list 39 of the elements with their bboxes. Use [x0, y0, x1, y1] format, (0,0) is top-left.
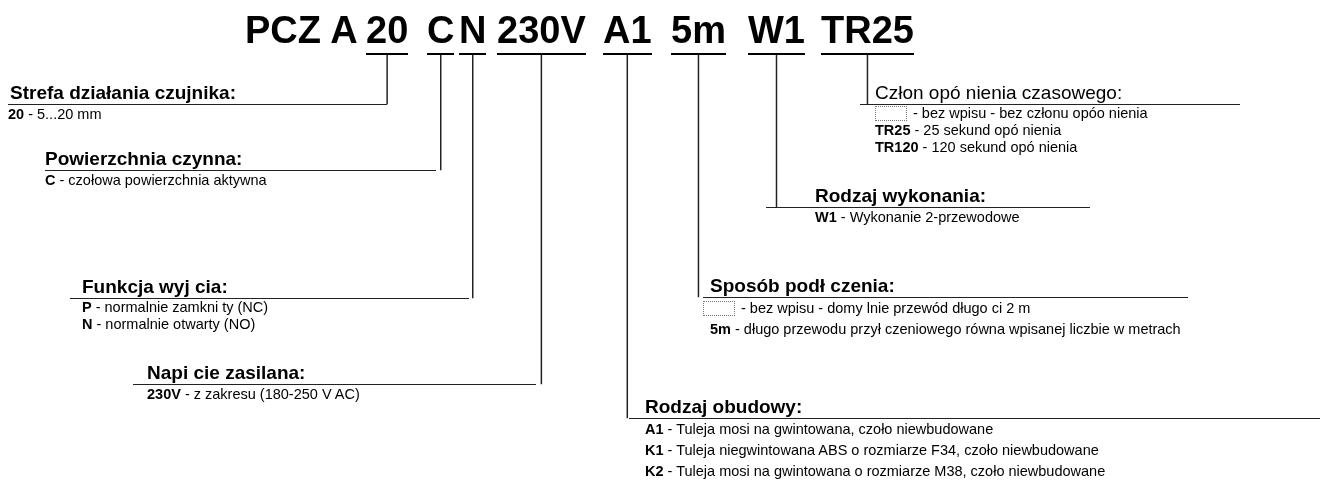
option-description: A1 - Tuleja mosi na gwintowana, czoło niewbudowane: [645, 420, 995, 439]
leader-line: [386, 54, 388, 105]
option-description: K2 - Tuleja mosi na gwintowana o rozmiarze M38, czoło niewbudowane: [645, 462, 1107, 481]
code-segment: 230V: [497, 10, 586, 55]
option-description: 230V - z zakresu (180-250 V AC): [147, 385, 361, 403]
option-description: W1 - Wykonanie 2-przewodowe: [815, 208, 1021, 226]
section-heading: Powierzchnia czynna:: [45, 148, 436, 171]
leader-line: [866, 54, 869, 105]
leader-line: [775, 54, 778, 208]
option-description: C - czołowa powierzchnia aktywna: [45, 171, 268, 189]
option-description: 20 - 5...20 mm: [8, 105, 103, 123]
code-segment: A1: [603, 10, 652, 55]
option-description: N - normalnie otwarty (NO): [82, 316, 257, 333]
code-segment: N: [459, 10, 487, 55]
option-description: TR25 - 25 sekund opó nienia: [875, 122, 1063, 139]
option-description: - bez wpisu - domy lnie przewód długo ci 2 m: [741, 299, 1031, 318]
leader-line: [540, 54, 543, 385]
code-segment: 5m: [671, 10, 726, 55]
option-description: TR120 - 120 sekund opó nienia: [875, 139, 1079, 156]
leader-line: [697, 54, 700, 298]
section-heading: Strefa działania czujnika:: [8, 82, 387, 105]
option-description: 5m - długo przewodu przył czeniowego równa wpisanej liczbie w metrach: [710, 320, 1182, 339]
section-heading: Rodzaj obudowy:: [629, 396, 1320, 419]
code-segment: TR25: [821, 10, 914, 55]
section-heading: Człon opó nienia czasowego:: [860, 82, 1240, 105]
section-heading: Rodzaj wykonania:: [766, 185, 1090, 208]
code-segment: C: [427, 10, 455, 55]
section-heading: Funkcja wyj cia:: [70, 276, 469, 299]
section-heading: Sposób podł czenia:: [703, 275, 1188, 298]
section-heading: Napi cie zasilana:: [133, 362, 536, 385]
model-code-prefix: PCZ A: [245, 10, 358, 50]
leader-line: [472, 54, 474, 299]
option-description: P - normalnie zamkni ty (NC): [82, 299, 270, 316]
leader-line: [440, 54, 442, 171]
code-segment: W1: [748, 10, 805, 55]
option-description: K1 - Tuleja niegwintowana ABS o rozmiarze F34, czoło niewbudowane: [645, 441, 1100, 460]
leader-line: [626, 54, 629, 419]
code-segment: 20: [366, 10, 409, 55]
option-description: - bez wpisu - bez członu opóo nienia: [913, 105, 1148, 122]
